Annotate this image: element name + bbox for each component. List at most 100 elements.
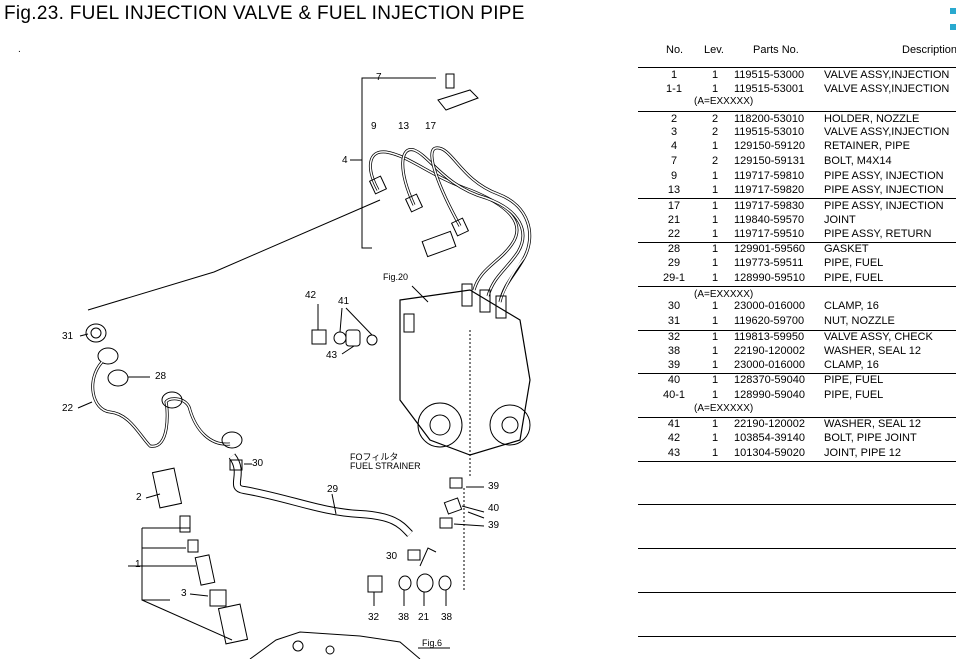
row-no: 29-1 xyxy=(662,272,686,284)
row-description: PIPE, FUEL xyxy=(824,272,884,284)
table-row: 4 1 129150-59120 RETAINER, PIPE xyxy=(638,140,956,154)
row-description: VALVE ASSY,INJECTION xyxy=(824,69,950,81)
row-parts-no: 119717-59820 xyxy=(734,184,805,196)
joint-43 xyxy=(345,329,361,347)
callout: 38 xyxy=(441,612,453,623)
pipe-nut xyxy=(450,217,470,237)
row-parts-no: 128990-59040 xyxy=(734,389,805,401)
row-no: 13 xyxy=(667,184,681,196)
row-parts-no: 119515-53000 xyxy=(734,69,805,81)
corner-mark xyxy=(950,8,956,14)
row-description: HOLDER, NOZZLE xyxy=(824,113,920,125)
row-parts-no: 22190-120002 xyxy=(734,345,805,357)
strainer-label-jp: FOフィルタ xyxy=(350,452,399,462)
row-description: PIPE, FUEL xyxy=(824,374,884,386)
row-lev: 2 xyxy=(711,155,719,167)
row-no: 4 xyxy=(670,140,678,152)
row-no: 30 xyxy=(667,300,681,312)
bracket-line xyxy=(361,77,372,249)
leader-line xyxy=(341,345,355,355)
callout: 41 xyxy=(338,296,350,307)
stray-dot: . xyxy=(18,44,21,55)
callout: 40 xyxy=(488,503,500,514)
callout: 29 xyxy=(327,484,339,495)
row-parts-no: 128370-59040 xyxy=(734,374,805,386)
check-valve-32 xyxy=(367,575,383,593)
row-description: PIPE ASSY, INJECTION xyxy=(824,170,944,182)
table-divider xyxy=(638,330,956,331)
serial-note: (A=EXXXXX) xyxy=(694,96,754,107)
callout: 17 xyxy=(425,121,437,132)
table-divider xyxy=(638,417,956,418)
row-description: RETAINER, PIPE xyxy=(824,140,910,152)
row-lev: 1 xyxy=(711,228,719,240)
callout: 2 xyxy=(136,492,142,503)
row-lev: 1 xyxy=(711,140,719,152)
row-parts-no: 128990-59510 xyxy=(734,272,805,284)
row-lev: 1 xyxy=(711,359,719,371)
gasket xyxy=(97,347,119,365)
row-lev: 1 xyxy=(711,418,719,430)
nozzle-part xyxy=(209,589,227,607)
leader-line xyxy=(79,333,89,337)
leader-line xyxy=(467,511,485,519)
row-no: 43 xyxy=(667,447,681,459)
bolt-shape xyxy=(445,73,455,89)
leader-line xyxy=(87,199,381,311)
row-parts-no: 119773-59511 xyxy=(734,257,804,269)
callout: 30 xyxy=(386,551,398,562)
nozzle-valve-3 xyxy=(217,603,249,645)
row-no: 22 xyxy=(667,228,681,240)
callout: 28 xyxy=(155,371,167,382)
row-parts-no: 119515-53001 xyxy=(734,83,805,95)
nozzle-part xyxy=(179,515,191,533)
nozzle-nut-31 xyxy=(85,323,107,343)
leader-line xyxy=(453,523,485,527)
row-description: JOINT, PIPE 12 xyxy=(824,447,902,459)
row-no: 9 xyxy=(670,170,678,182)
joint-pipe xyxy=(419,547,437,567)
callout: 7 xyxy=(376,72,382,83)
callout: 30 xyxy=(252,458,264,469)
pipe-nut xyxy=(404,193,424,213)
row-description: PIPE, FUEL xyxy=(824,257,884,269)
row-parts-no: 119620-59700 xyxy=(734,315,805,327)
engine-block-outline xyxy=(249,631,421,659)
callout: 32 xyxy=(368,612,380,623)
row-lev: 1 xyxy=(711,374,719,386)
table-divider xyxy=(638,592,956,593)
row-parts-no: 22190-120002 xyxy=(734,418,805,430)
row-lev: 1 xyxy=(711,272,719,284)
leader-line xyxy=(189,593,209,597)
pipe-nut xyxy=(368,175,388,195)
row-parts-no: 129150-59120 xyxy=(734,140,805,152)
row-parts-no: 119840-59570 xyxy=(734,214,805,226)
nozzle-holder-2 xyxy=(151,467,183,509)
bolt-42 xyxy=(311,329,327,345)
table-divider xyxy=(638,286,956,287)
table-divider xyxy=(638,67,956,68)
delivery-valve xyxy=(495,295,507,319)
row-parts-no: 119515-53010 xyxy=(734,126,805,138)
leader-line xyxy=(331,493,337,515)
header-parts-no: Parts No. xyxy=(753,44,799,56)
callout: 21 xyxy=(418,612,430,623)
exploded-parts-diagram xyxy=(77,73,532,659)
fig-ref: Fig.20 xyxy=(383,272,409,282)
nozzle-part xyxy=(187,539,199,553)
delivery-valve xyxy=(461,283,473,307)
row-description: VALVE ASSY,INJECTION xyxy=(824,126,950,138)
